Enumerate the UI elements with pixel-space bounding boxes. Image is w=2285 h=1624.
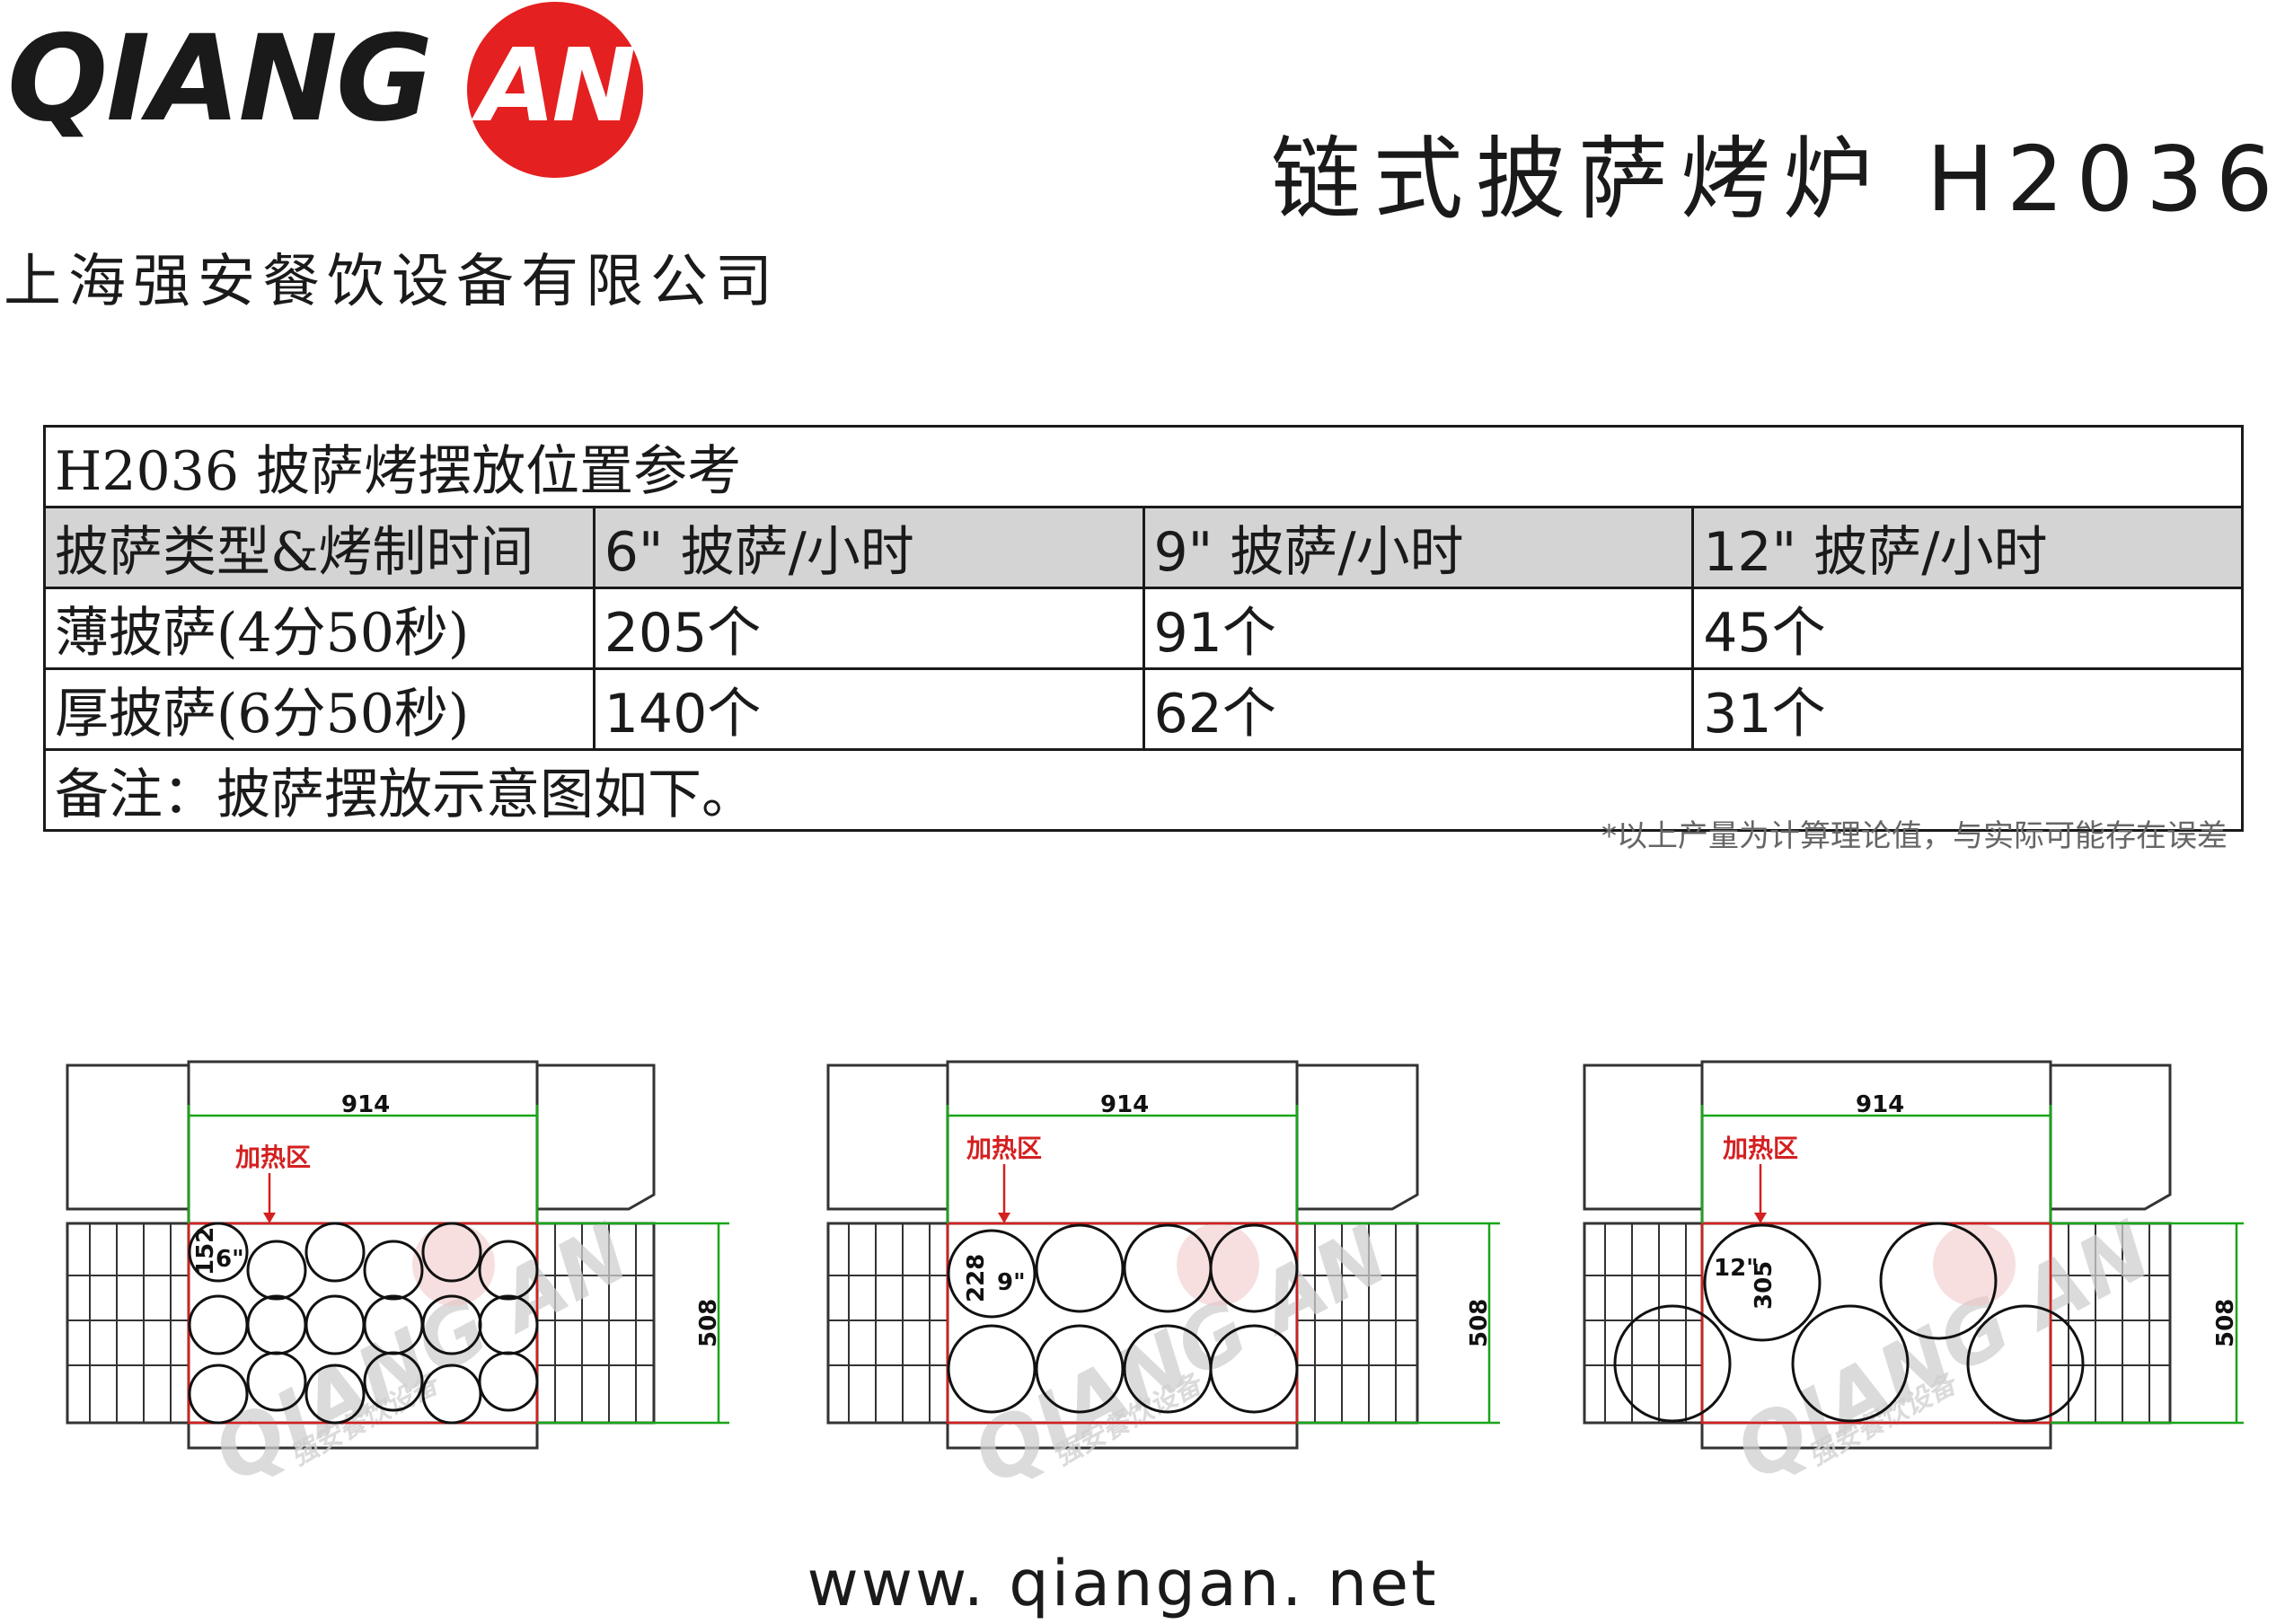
pizza	[1966, 1304, 2085, 1423]
pizza	[1879, 1222, 1998, 1340]
table-note-row: 备注：披萨摆放示意图如下。	[43, 748, 2244, 832]
pizza	[363, 1351, 424, 1412]
width-dimension: 914	[187, 1091, 539, 1223]
table-row: 薄披萨(4分50秒) 205个 91个 45个	[43, 587, 2244, 670]
cell-thin-12in: 45个	[1691, 587, 2244, 670]
pizza	[246, 1351, 307, 1412]
cell-thin-6in: 205个	[592, 587, 1145, 670]
page-title: 链式披萨烤炉 H2036	[1271, 127, 2285, 232]
pizza	[304, 1222, 366, 1283]
pizza-size-label: 12"	[1714, 1255, 1759, 1282]
width-dimension: 914	[1700, 1091, 2052, 1223]
table-caption: H2036 披萨烤摆放位置参考	[43, 425, 2244, 508]
table-note: 备注：披萨摆放示意图如下。	[43, 748, 2244, 832]
width-label: 914	[341, 1091, 390, 1118]
pizza	[1209, 1324, 1299, 1414]
table-row: 厚披萨(6分50秒) 140个 62个 31个	[43, 667, 2244, 751]
depth-label: 508	[2212, 1299, 2239, 1347]
table-header-row: 披萨类型&烤制时间 6" 披萨/小时 9" 披萨/小时 12" 披萨/小时	[43, 506, 2244, 589]
column-header-6in: 6" 披萨/小时	[592, 506, 1145, 589]
depth-dimension: 508	[2051, 1222, 2244, 1425]
cell-thick-12in: 31个	[1691, 667, 2244, 751]
brand-logo-text: QIANG	[7, 10, 433, 148]
width-label: 914	[1856, 1091, 1904, 1118]
pizza-diameter-label: 228	[963, 1254, 990, 1302]
capacity-table: H2036 披萨烤摆放位置参考 披萨类型&烤制时间 6" 披萨/小时 9" 披萨…	[43, 425, 2244, 832]
pizza-diameter-label: 305	[1751, 1261, 1778, 1310]
depth-dimension: 508	[537, 1222, 729, 1425]
pizza	[246, 1294, 307, 1355]
depth-label: 508	[695, 1299, 722, 1347]
column-header-9in: 9" 披萨/小时	[1142, 506, 1695, 589]
pizza	[947, 1324, 1037, 1414]
watermark-badge	[1177, 1223, 1259, 1306]
pizza	[363, 1240, 424, 1301]
cell-thick-6in: 140个	[592, 667, 1145, 751]
pizzas	[188, 1222, 539, 1425]
heating-zone-label: 加热区	[235, 1143, 311, 1172]
pizza	[1035, 1324, 1125, 1414]
pizzas	[1613, 1222, 2085, 1423]
row-type-thick: 厚披萨(6分50秒)	[43, 667, 596, 751]
depth-dimension: 508	[1297, 1222, 1500, 1425]
diagram-9in: QIANG AN 强安餐饮设备 914 508 加热区 228 9"	[826, 1060, 1500, 1504]
column-header-12in: 12" 披萨/小时	[1691, 506, 2244, 589]
depth-label: 508	[1466, 1299, 1493, 1347]
row-type-thin: 薄披萨(4分50秒)	[43, 587, 596, 670]
pizza	[1703, 1223, 1822, 1342]
website-url: www. qiangan. net	[807, 1547, 1439, 1620]
brand-logo-badge-text: AN	[477, 28, 636, 145]
cell-thick-9in: 62个	[1142, 667, 1695, 751]
diagram-12in: QIANG AN 强安餐饮设备 914 508 加热区 12" 305	[1583, 1060, 2244, 1499]
pizzas	[947, 1223, 1299, 1414]
pizza-diameter-label: 152	[192, 1227, 219, 1275]
watermark-badge	[412, 1223, 495, 1306]
pizza	[478, 1240, 539, 1301]
pizza	[1791, 1304, 1910, 1423]
pizza	[188, 1364, 249, 1425]
brand-logo-badge	[467, 2, 643, 178]
disclaimer: *以上产量为计算理论值，与实际可能存在误差	[1601, 818, 2228, 854]
heating-zone	[1700, 1222, 2052, 1425]
company-name: 上海强安餐饮设备有限公司	[4, 249, 780, 315]
placement-diagrams: QIANG AN 强安餐饮设备 914	[66, 1060, 2244, 1504]
column-header-type: 披萨类型&烤制时间	[43, 506, 596, 589]
pizza	[188, 1222, 249, 1283]
pizza	[421, 1222, 482, 1283]
pizza	[478, 1351, 539, 1412]
pizza-size-label: 6"	[216, 1246, 244, 1273]
heating-zone-label: 加热区	[1723, 1134, 1798, 1163]
pizza	[246, 1240, 307, 1301]
diagram-6in: QIANG AN 强安餐饮设备 914	[66, 1060, 729, 1502]
width-dimension: 914	[946, 1091, 1299, 1223]
heating-zone	[946, 1222, 1299, 1425]
pizza-size-label: 9"	[997, 1269, 1026, 1296]
width-label: 914	[1100, 1091, 1149, 1118]
pizza	[1035, 1223, 1125, 1313]
pizza	[421, 1364, 482, 1425]
pizza	[947, 1229, 1037, 1319]
cell-thin-9in: 91个	[1142, 587, 1695, 670]
pizza	[1209, 1223, 1299, 1313]
table-caption-row: H2036 披萨烤摆放位置参考	[43, 425, 2244, 508]
heating-zone-label: 加热区	[966, 1134, 1042, 1163]
pizza	[304, 1364, 366, 1425]
pizza	[1613, 1304, 1732, 1423]
pizza	[188, 1294, 249, 1355]
